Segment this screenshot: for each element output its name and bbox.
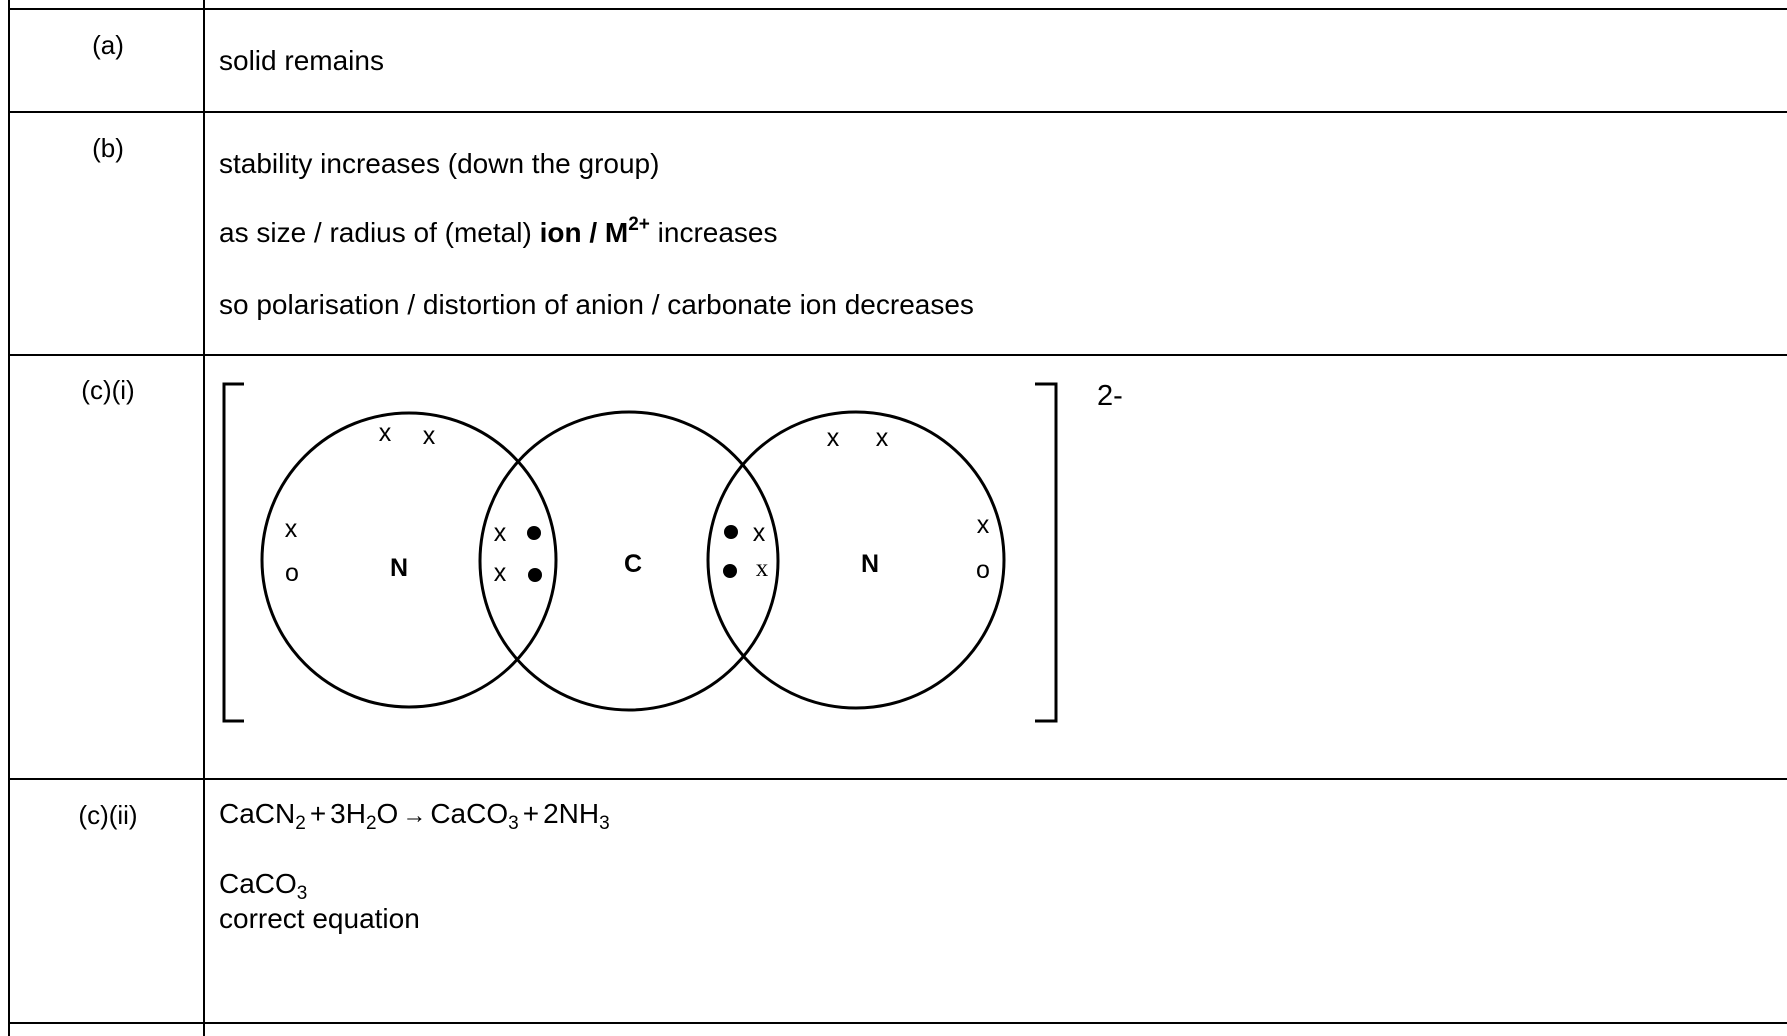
equation-arrow: → <box>402 802 427 829</box>
ion-charge: 2- <box>1097 380 1123 412</box>
equation-subscript: 2 <box>295 813 306 834</box>
equation-reactant-2: 3H <box>330 798 366 829</box>
left-bracket <box>222 382 244 723</box>
atom-circle-c <box>478 410 780 712</box>
answer-c-ii-formula: CaCO <box>219 868 297 899</box>
answer-b-line-3: so polarisation / distortion of anion / … <box>219 289 974 320</box>
equation-reactant-1: CaCN <box>219 798 296 829</box>
electron-cross: x <box>494 559 507 587</box>
electron-cross: x <box>977 511 990 539</box>
electron-dot <box>723 564 737 578</box>
atom-label-n-right: N <box>861 550 879 578</box>
part-label-c-i: (c)(i) <box>81 375 135 405</box>
part-label-a: (a) <box>92 30 124 60</box>
electron-ring: o <box>976 556 990 584</box>
equation: CaCN2+3H2O→CaCO3+2NH3 <box>219 797 610 833</box>
table-border-top <box>8 8 1787 10</box>
electron-dot <box>528 568 542 582</box>
equation-subscript: 2 <box>365 813 377 834</box>
part-label-c-ii: (c)(ii) <box>78 800 138 830</box>
answer-c-ii-line-2: CaCO3 <box>219 867 308 904</box>
electron-dot <box>724 525 738 539</box>
answer-b-charge-superscript: 2+ <box>628 214 650 235</box>
answer-b-line-2-suffix: increases <box>649 217 778 248</box>
electron-cross: x <box>494 519 507 547</box>
atom-circle-n-left <box>260 411 558 709</box>
answer-b-line-2-prefix: as size / radius of (metal) <box>219 217 540 248</box>
atom-label-c: C <box>624 550 642 578</box>
electron-cross: x <box>827 424 840 452</box>
electron-ring: o <box>285 559 299 587</box>
electron-cross: x <box>423 422 436 450</box>
equation-subscript: 3 <box>599 813 610 834</box>
table-column-divider <box>203 0 205 1036</box>
electron-cross: x <box>876 424 889 452</box>
answer-b-line-2: as size / radius of (metal) ion / M2+ in… <box>219 214 778 250</box>
atom-circle-n-right <box>706 410 1006 710</box>
table-row-divider-ci-cii <box>8 778 1787 780</box>
table-row-divider-a-b <box>8 111 1787 113</box>
electron-cross-serif: x <box>756 555 769 582</box>
answer-c-ii-subscript: 3 <box>296 883 308 904</box>
equation-reactant-2-tail: O <box>376 798 399 829</box>
electron-dot <box>527 526 541 540</box>
answer-b-ion-term: ion / M <box>539 217 629 248</box>
equation-plus: + <box>522 798 540 829</box>
answer-a: solid remains <box>219 45 384 76</box>
table-row-divider-cii-next <box>8 1022 1787 1024</box>
part-label-b: (b) <box>92 133 124 163</box>
answer-b-line-1: stability increases (down the group) <box>219 148 660 179</box>
table-row-divider-b-ci <box>8 354 1787 356</box>
equation-product-2: 2NH <box>543 798 600 829</box>
equation-subscript: 3 <box>508 813 519 834</box>
right-bracket <box>1035 382 1058 723</box>
atom-label-n-left: N <box>390 554 408 582</box>
answer-c-ii-line-3: correct equation <box>219 903 420 934</box>
table-border-left <box>8 0 10 1036</box>
electron-cross: x <box>285 515 298 543</box>
equation-product-1: CaCO <box>430 798 509 829</box>
electron-cross: x <box>379 419 392 447</box>
equation-plus: + <box>309 798 327 829</box>
electron-cross: x <box>753 519 766 547</box>
